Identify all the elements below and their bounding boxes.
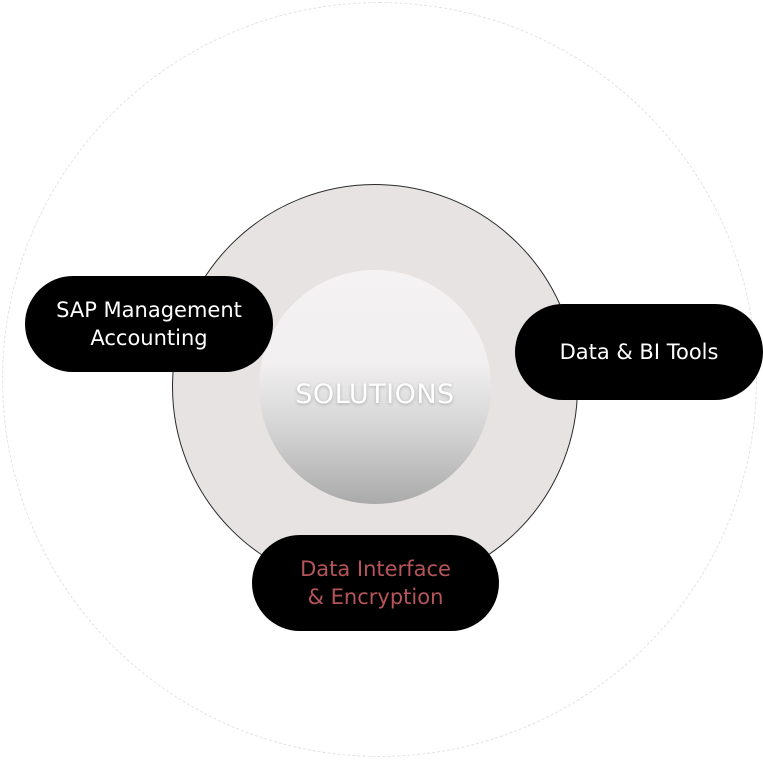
node-data-line-1: Data Interface — [300, 557, 451, 581]
node-data-line-2: & Encryption — [307, 585, 444, 609]
node-sap-management-accounting[interactable]: SAP Management Accounting — [25, 276, 273, 372]
outer-orbit — [2, 2, 757, 757]
node-sap-line-1: SAP Management — [56, 298, 242, 322]
center-circle: SOLUTIONS — [259, 270, 491, 504]
node-sap-line-2: Accounting — [90, 326, 208, 350]
center-label: SOLUTIONS — [295, 378, 455, 410]
node-data-bi-tools[interactable]: Data & BI Tools — [515, 304, 763, 400]
node-data-interface-encryption[interactable]: Data Interface & Encryption — [252, 535, 499, 631]
node-bi-line-1: Data & BI Tools — [559, 340, 719, 364]
